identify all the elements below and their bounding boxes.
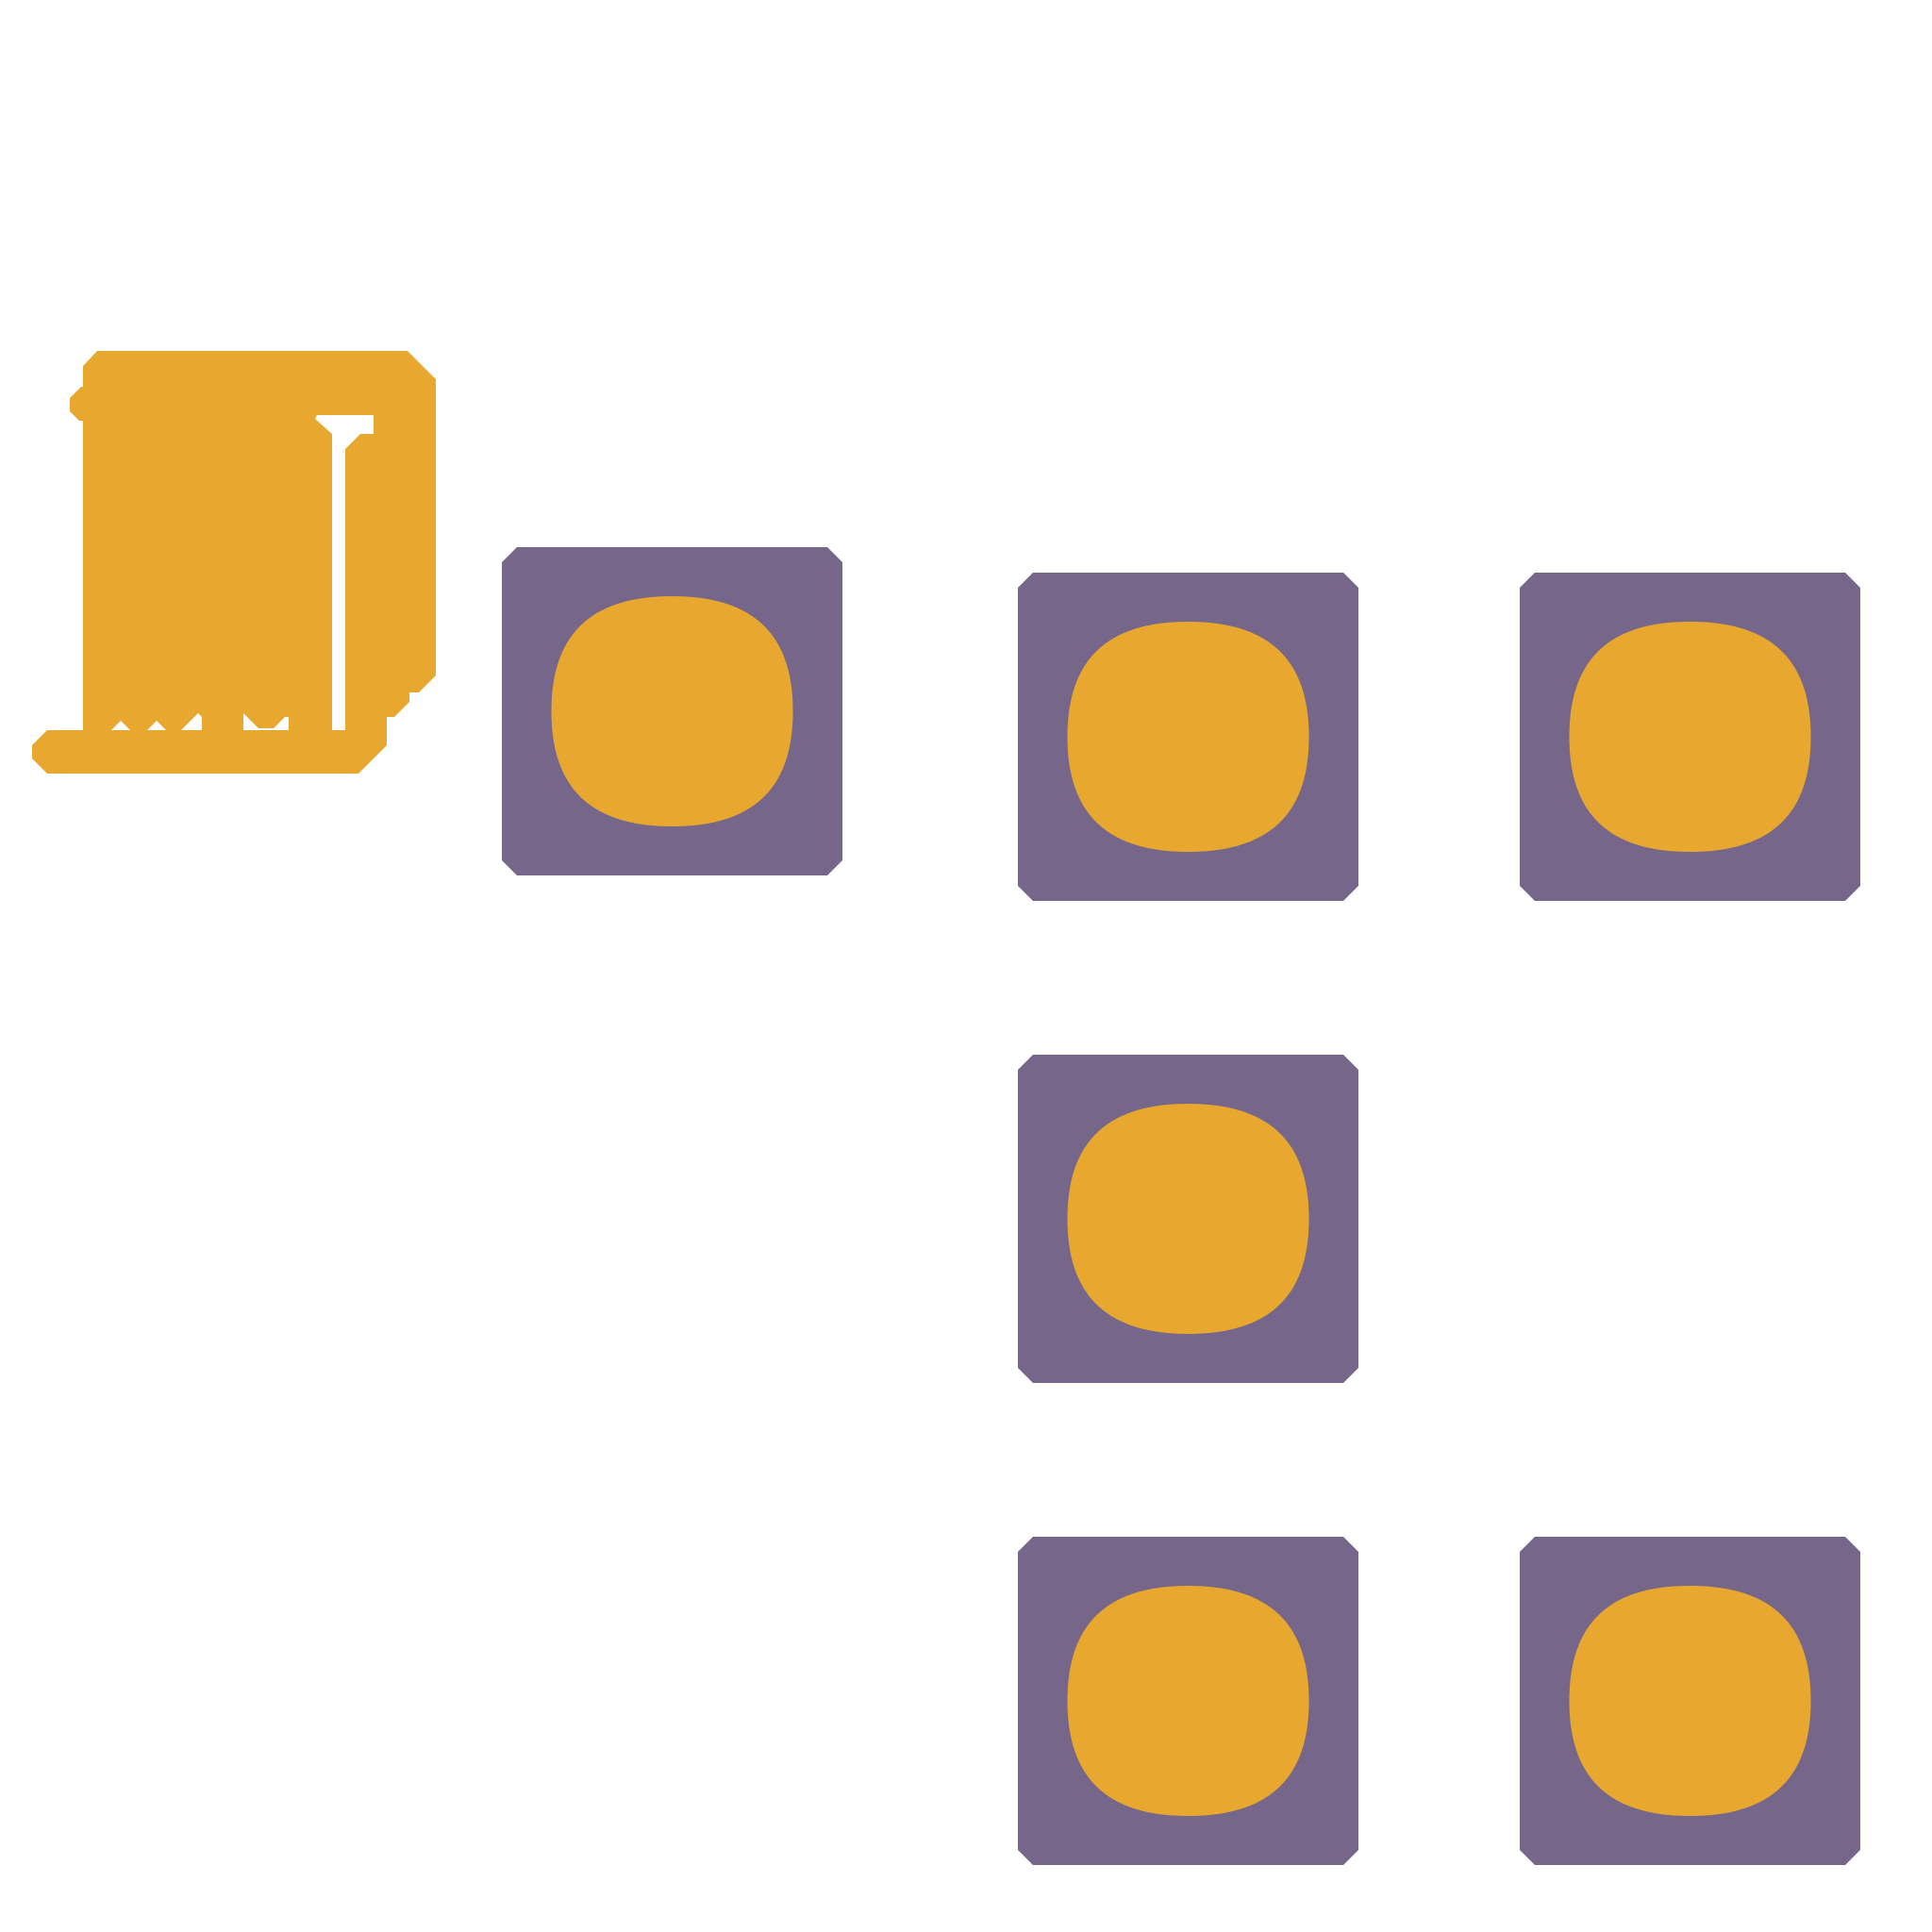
circular-pin-icon — [551, 596, 793, 826]
circular-pin-icon — [1067, 1104, 1309, 1334]
pad-4[interactable] — [1018, 1055, 1358, 1383]
pad-2[interactable] — [1018, 573, 1358, 901]
pad-1[interactable] — [502, 547, 842, 875]
chip-package-icon — [32, 351, 436, 774]
circular-pin-icon — [1569, 1586, 1811, 1816]
circular-pin-icon — [1067, 622, 1309, 852]
pad-6[interactable] — [1520, 1537, 1860, 1865]
pad-5[interactable] — [1018, 1537, 1358, 1865]
pad-3[interactable] — [1520, 573, 1860, 901]
pad-array — [502, 547, 1860, 1865]
circular-pin-icon — [1067, 1586, 1309, 1816]
circular-pin-icon — [1569, 622, 1811, 852]
